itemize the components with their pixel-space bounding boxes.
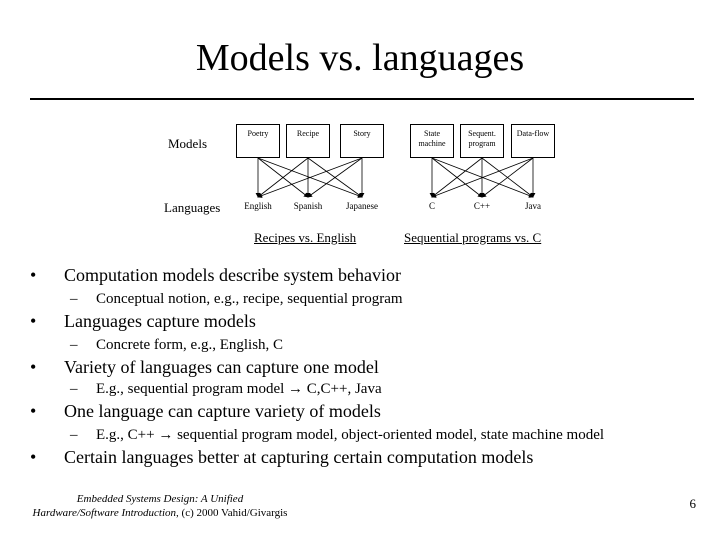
- footer-line-2: Hardware/Software Introduction, (c) 2000…: [20, 506, 300, 520]
- bullet-dot: •: [30, 265, 37, 285]
- model-box-poetry: Poetry: [236, 124, 280, 158]
- bullet-dot: •: [30, 447, 37, 467]
- bullet-text: Variety of languages can capture one mod…: [64, 357, 379, 377]
- language-java: Java: [525, 201, 541, 211]
- slide-footer: Embedded Systems Design: A Unified Hardw…: [20, 492, 300, 520]
- page-number: 6: [689, 496, 697, 511]
- footer-copyright: (c) 2000 Vahid/Givargis: [181, 507, 288, 519]
- sub-bullet-dash: –: [70, 381, 78, 397]
- model-box-story: Story: [340, 124, 384, 158]
- bullet-text: Computation models describe system behav…: [64, 265, 401, 285]
- left-group-caption: Recipes vs. English: [254, 230, 357, 245]
- language-japanese: Japanese: [346, 201, 378, 211]
- title-divider: [30, 98, 694, 100]
- model-box-dataflow: Data-flow: [511, 124, 555, 158]
- bullet-dot: •: [30, 401, 37, 421]
- sub-bullet-text: Conceptual notion, e.g., recipe, sequent…: [96, 291, 403, 307]
- model-box-state-machine: State machine: [410, 124, 454, 158]
- language-c: C: [428, 201, 435, 211]
- bullet-dot: •: [30, 357, 37, 377]
- bullet-text: Languages capture models: [64, 311, 256, 331]
- language-english: English: [244, 201, 272, 211]
- language-cpp: C++: [473, 201, 491, 211]
- sub-bullet-dash: –: [70, 291, 78, 307]
- sub-bullet-dash: –: [70, 427, 78, 443]
- models-languages-diagram: Models Languages Poetry Recipe Story Sta…: [0, 100, 720, 260]
- slide-title: Models vs. languages: [195, 37, 525, 79]
- mapping-arrows: [255, 157, 536, 198]
- footer-line-1: Embedded Systems Design: A Unified: [76, 493, 244, 505]
- sub-bullet-text: E.g., C++ → sequential program model, ob…: [96, 427, 605, 443]
- bullet-dot: •: [30, 311, 37, 331]
- footer-book-title: Hardware/Software Introduction,: [32, 507, 179, 519]
- bullet-text: One language can capture variety of mode…: [64, 401, 381, 421]
- languages-row-label: Languages: [164, 200, 221, 215]
- sub-bullet-text: E.g., sequential program model → C,C++, …: [96, 381, 382, 397]
- models-row-label: Models: [168, 136, 207, 151]
- bullet-text: Certain languages better at capturing ce…: [64, 447, 534, 467]
- model-box-sequential-program: Sequent. program: [460, 124, 504, 158]
- language-spanish: Spanish: [293, 201, 323, 211]
- right-group-caption: Sequential programs vs. C: [404, 230, 542, 245]
- sub-bullet-dash: –: [70, 337, 78, 353]
- model-box-recipe: Recipe: [286, 124, 330, 158]
- sub-bullet-text: Concrete form, e.g., English, C: [96, 337, 284, 353]
